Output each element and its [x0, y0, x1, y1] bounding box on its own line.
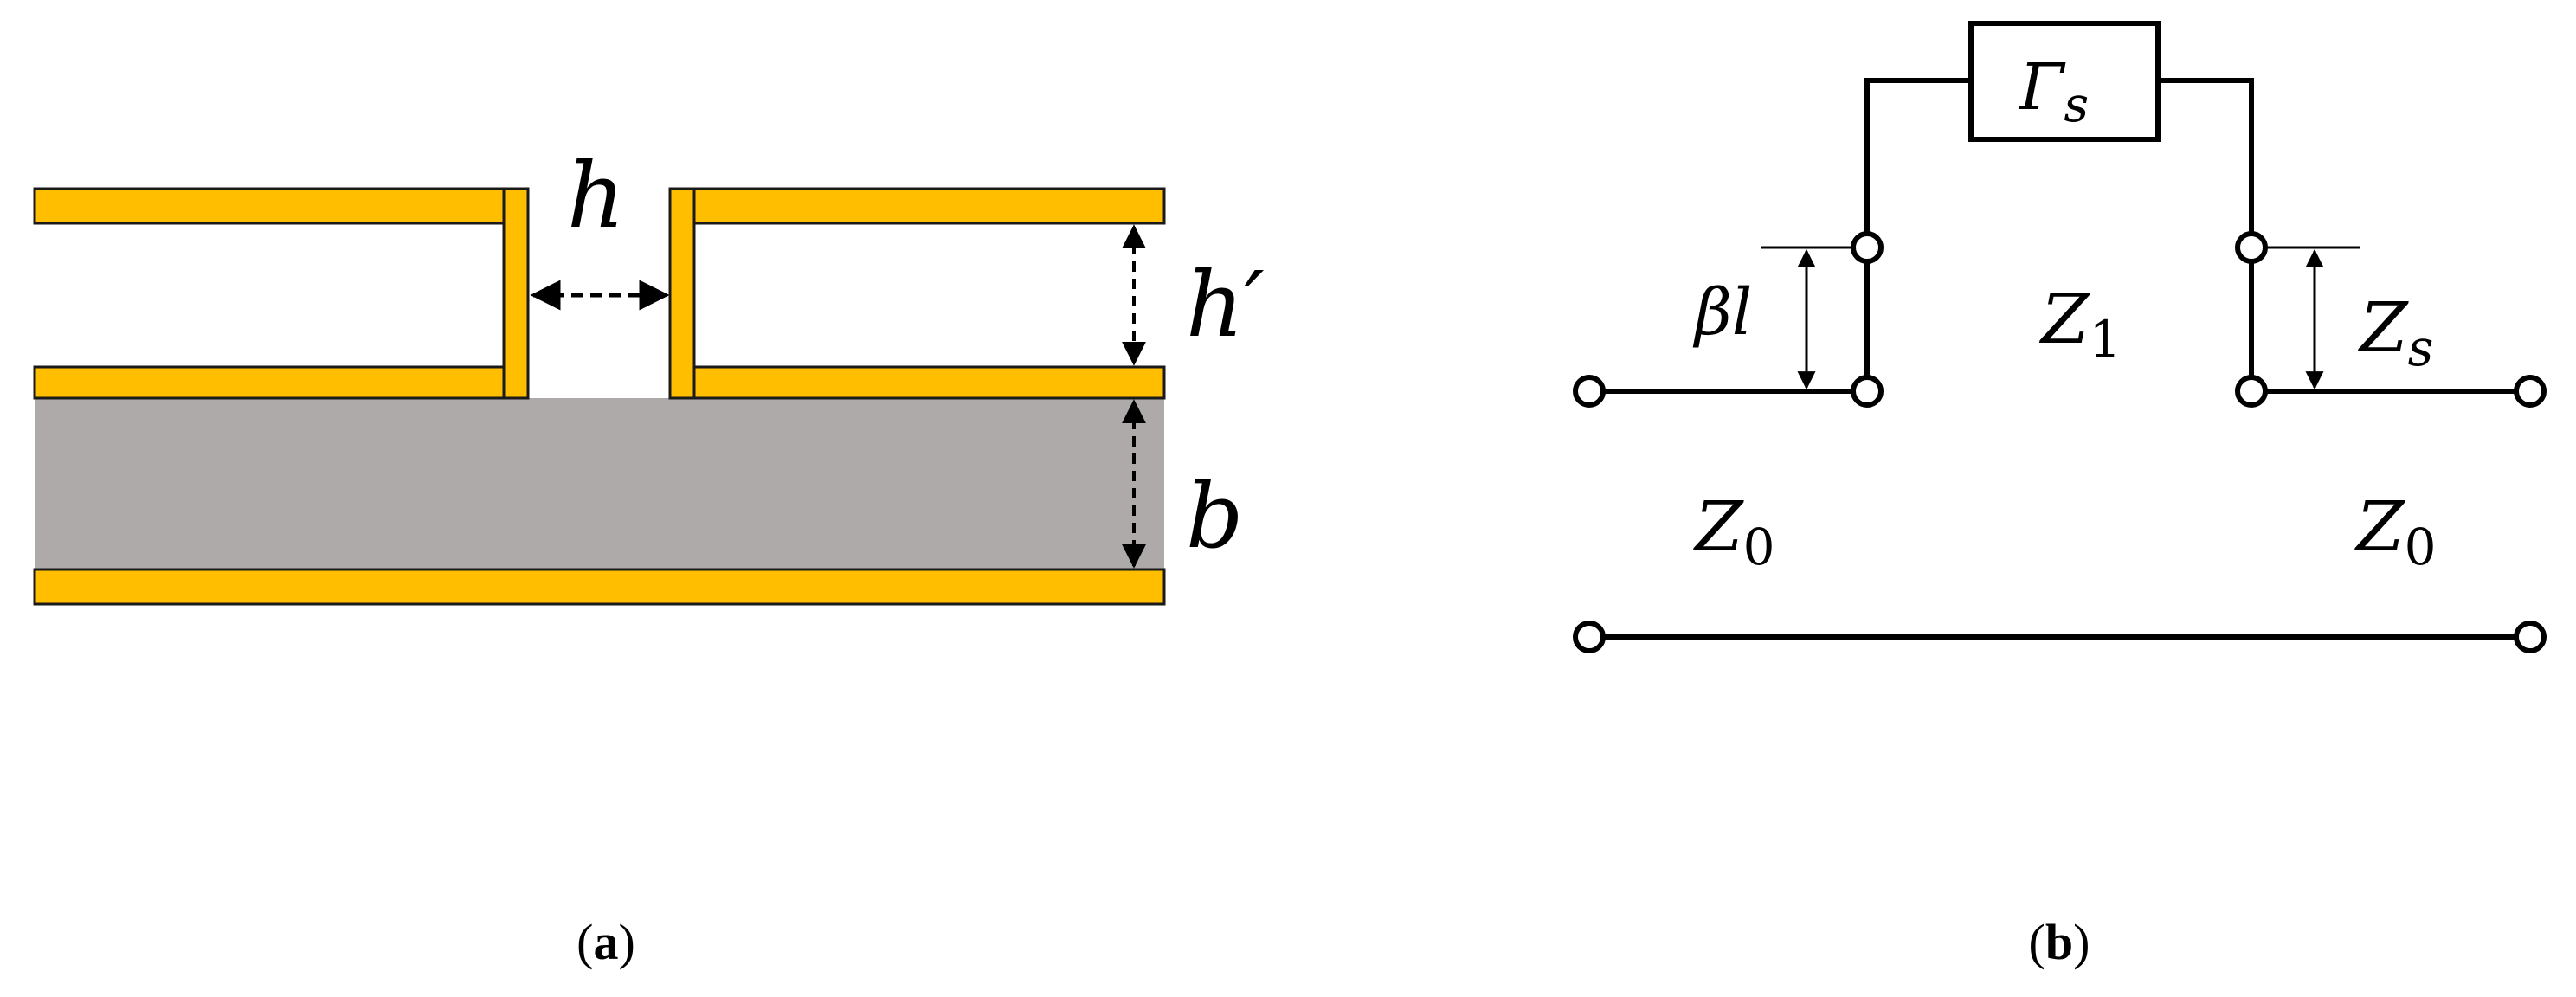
middle-left-conductor [33, 365, 506, 400]
label-z0-left: Z0 [1692, 486, 1775, 576]
terminal-ground-left [1573, 621, 1606, 653]
terminal-right-inner [2235, 375, 2268, 408]
top-right-conductor [691, 187, 1166, 225]
terminal-left-inner [1851, 375, 1884, 408]
terminal-right-upper [2235, 231, 2268, 264]
dielectric-substrate [35, 398, 1164, 569]
label-zs: Zs [2357, 287, 2433, 377]
left-feed-wire [1864, 78, 1971, 248]
ground-plane-conductor [33, 568, 1166, 606]
label-gamma-s: Γs [2018, 50, 2089, 133]
label-h-prime: h′ [1186, 252, 1265, 357]
panel-b-labels: Γs βl Z1 Zs Z0 Z0 (b) [1692, 50, 2437, 970]
label-b: b [1186, 463, 1244, 569]
label-h: h [567, 143, 625, 248]
panel-b-circuit [1573, 21, 2547, 653]
label-z1: Z1 [2038, 279, 2122, 369]
label-z0-right: Z0 [2354, 486, 2437, 576]
top-left-conductor [33, 187, 506, 225]
terminal-right-outer [2514, 375, 2547, 408]
gamma-s-box [1968, 21, 2161, 142]
terminal-left-outer [1573, 375, 1606, 408]
terminal-ground-right [2514, 621, 2547, 653]
middle-right-conductor [691, 365, 1166, 400]
panel-a-cross-section: h h′ b (a) [33, 143, 1265, 970]
right-vertical-wall [668, 187, 696, 400]
terminal-left-upper [1851, 231, 1884, 264]
left-vertical-wall [502, 187, 530, 400]
label-beta-l: βl [1692, 275, 1752, 350]
caption-b: (b) [2029, 914, 2090, 970]
caption-a: (a) [576, 914, 635, 970]
right-feed-wire [2158, 78, 2254, 248]
